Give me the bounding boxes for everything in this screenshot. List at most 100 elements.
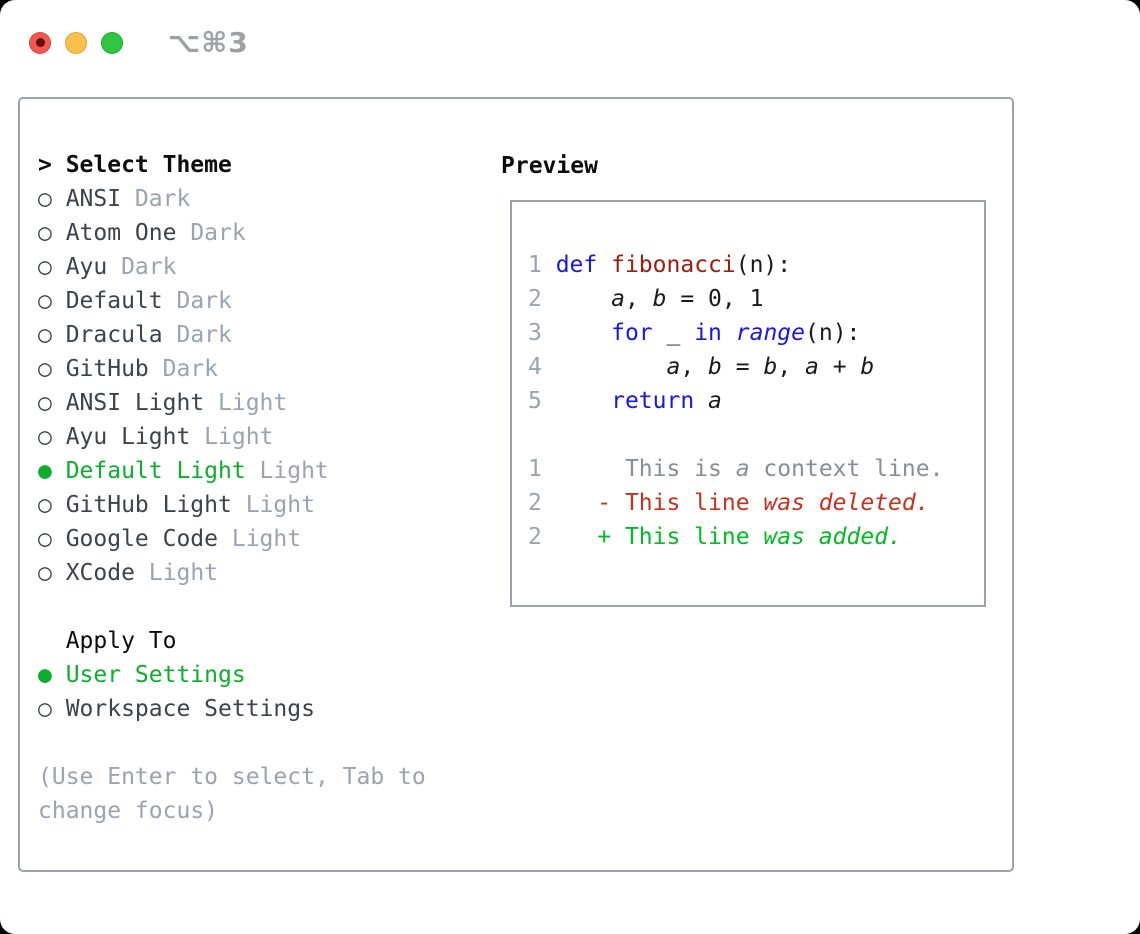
code-token: was added. — [763, 524, 902, 550]
code-token: This is — [555, 456, 736, 482]
code-token: , — [624, 286, 653, 312]
code-token: context line. — [749, 456, 944, 482]
radio-unselected-icon: ○ — [38, 560, 52, 586]
theme-variant: Dark — [176, 322, 232, 348]
code-token: - This line — [597, 490, 764, 516]
theme-variant: Light — [204, 424, 274, 450]
code-token: b — [708, 354, 722, 380]
radio-selected-icon: ● — [38, 458, 52, 484]
code-token: b — [652, 286, 667, 312]
theme-name: Atom One — [65, 220, 177, 246]
theme-option-ayu-light[interactable]: ○ Ayu Light Light — [38, 420, 426, 454]
theme-name: ANSI — [65, 186, 122, 212]
radio-unselected-icon: ○ — [38, 696, 52, 722]
select-theme-header: >Select Theme — [38, 148, 426, 182]
theme-variant: Dark — [134, 186, 191, 212]
code-token — [597, 252, 611, 278]
radio-unselected-icon: ○ — [38, 220, 52, 246]
theme-option-atom-one[interactable]: ○ Atom One Dark — [38, 216, 426, 250]
code-token: , — [680, 354, 709, 380]
help-line: change focus) — [38, 798, 219, 824]
theme-name: Default Light — [65, 458, 246, 484]
radio-unselected-icon: ○ — [38, 526, 52, 552]
radio-unselected-icon: ○ — [38, 356, 52, 382]
code-token: b — [860, 354, 875, 380]
window-hotkey-label: ⌥⌘3 — [168, 26, 249, 59]
code-token: 3 — [528, 320, 556, 346]
code-line: 4 a, b = b, a + b — [528, 350, 984, 384]
code-line: 1 This is a context line. — [528, 452, 984, 486]
code-token: in — [694, 320, 722, 346]
record-dot-icon — [35, 38, 45, 47]
code-token: = 0, 1 — [666, 286, 764, 312]
theme-variant: Light — [245, 492, 315, 518]
code-token: 4 — [528, 354, 556, 380]
theme-variant: Light — [259, 458, 329, 484]
select-theme-header-label: Select Theme — [65, 152, 232, 178]
theme-name: Dracula — [65, 322, 163, 348]
theme-name: Google Code — [65, 526, 219, 552]
code-token: = — [721, 354, 764, 380]
radio-unselected-icon: ○ — [38, 424, 52, 450]
radio-unselected-icon: ○ — [38, 186, 52, 212]
code-token: 2 — [528, 490, 556, 516]
theme-option-xcode[interactable]: ○ XCode Light — [38, 556, 426, 590]
theme-variant: Light — [218, 390, 288, 416]
radio-unselected-icon: ○ — [38, 254, 52, 280]
apply-option-label: User Settings — [65, 662, 246, 688]
theme-variant: Dark — [162, 356, 219, 382]
theme-variant: Light — [148, 560, 219, 586]
code-token: a — [708, 388, 722, 414]
code-token: for — [611, 320, 653, 346]
radio-selected-icon: ● — [38, 662, 52, 688]
apply-option-user-settings[interactable]: ● User Settings — [38, 658, 426, 692]
code-token: (n): — [805, 320, 861, 346]
code-line: 3 for _ in range(n): — [528, 316, 984, 350]
code-token: _ — [652, 320, 695, 346]
code-token: a — [611, 286, 625, 312]
preview-header: Preview — [501, 153, 598, 179]
code-token: a — [805, 354, 819, 380]
spacer — [38, 726, 426, 760]
theme-variant: Dark — [190, 220, 246, 246]
code-token: 5 — [528, 388, 556, 414]
code-line: 2 a, b = 0, 1 — [528, 282, 984, 316]
close-button[interactable] — [29, 31, 51, 54]
apply-option-workspace-settings[interactable]: ○Workspace Settings — [38, 692, 426, 726]
code-token: fibonacci — [611, 252, 736, 278]
minimize-button[interactable] — [65, 31, 87, 54]
code-line — [528, 418, 984, 452]
code-token — [556, 320, 611, 346]
theme-name: Default — [65, 288, 163, 314]
theme-option-github[interactable]: ○ GitHub Dark — [38, 352, 426, 386]
theme-name: Ayu Light — [65, 424, 191, 450]
code-token: range — [735, 320, 805, 346]
code-token: b — [763, 354, 778, 380]
radio-unselected-icon: ○ — [38, 492, 52, 518]
theme-name: ANSI Light — [65, 390, 205, 416]
theme-variant: Dark — [121, 254, 177, 280]
theme-option-ansi[interactable]: ○ ANSI Dark — [38, 182, 426, 216]
code-token — [556, 388, 611, 414]
code-token: 1 — [528, 456, 556, 482]
code-token — [556, 524, 598, 550]
code-token: 1 — [528, 252, 556, 278]
theme-option-default-light[interactable]: ● Default Light Light — [38, 454, 426, 488]
code-token: , — [777, 354, 806, 380]
zoom-button[interactable] — [101, 31, 123, 54]
code-token: + — [818, 354, 861, 380]
help-line: (Use Enter to select, Tab to — [38, 764, 426, 790]
code-token: a — [735, 456, 750, 482]
theme-name: XCode — [65, 560, 135, 586]
code-token: 2 — [528, 524, 556, 550]
theme-name: GitHub — [65, 356, 149, 382]
